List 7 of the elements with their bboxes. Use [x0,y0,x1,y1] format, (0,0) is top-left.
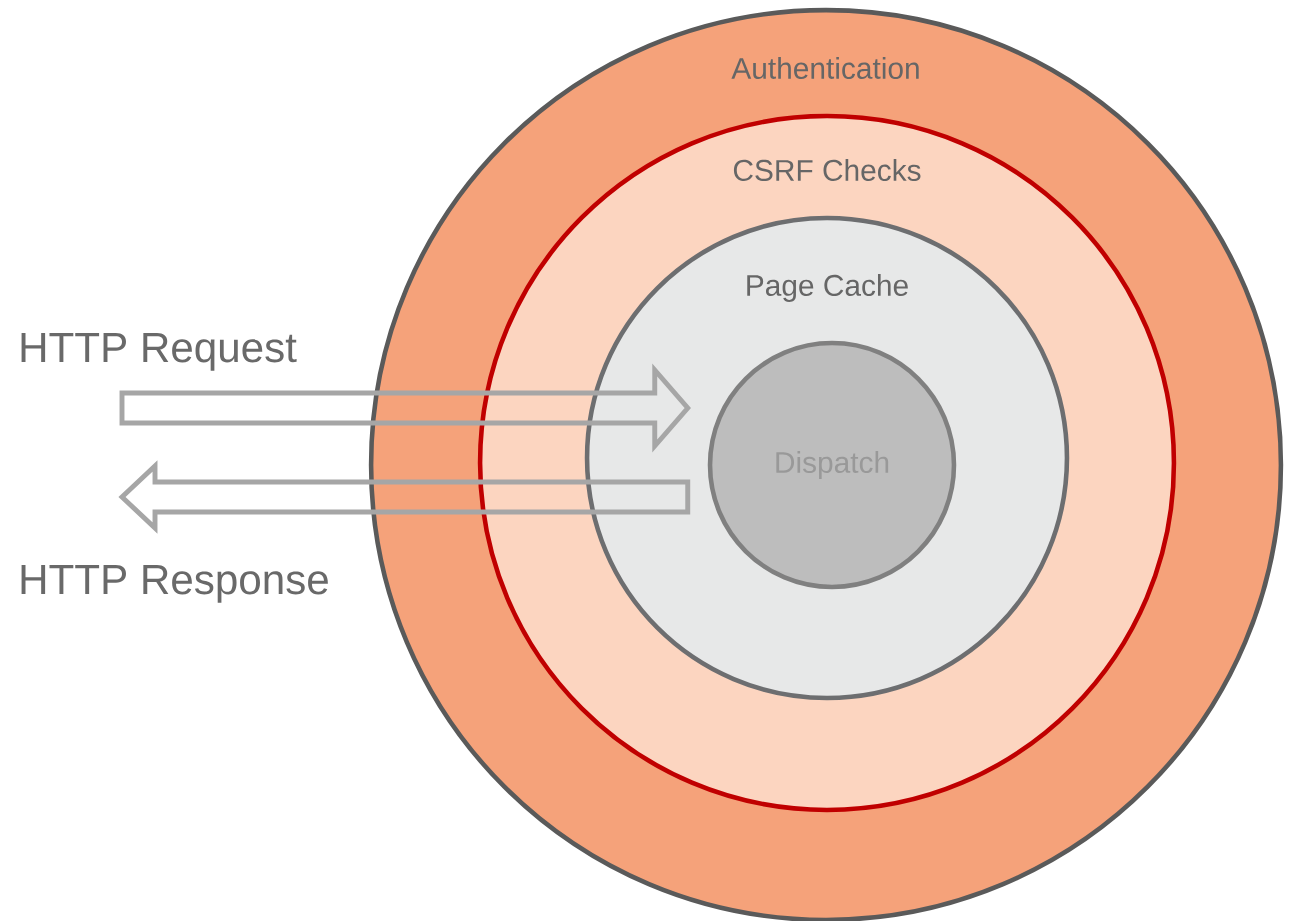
hollow-arrow [119,363,691,453]
layer-label: Page Cache [747,274,908,302]
layer-label: Authentication [731,57,919,79]
edge-label: HTTP Response [21,565,328,603]
hollow-arrow [118,460,691,534]
layer-label: CSRF Checks [733,159,921,181]
edge-label: HTTP Request [21,333,297,371]
